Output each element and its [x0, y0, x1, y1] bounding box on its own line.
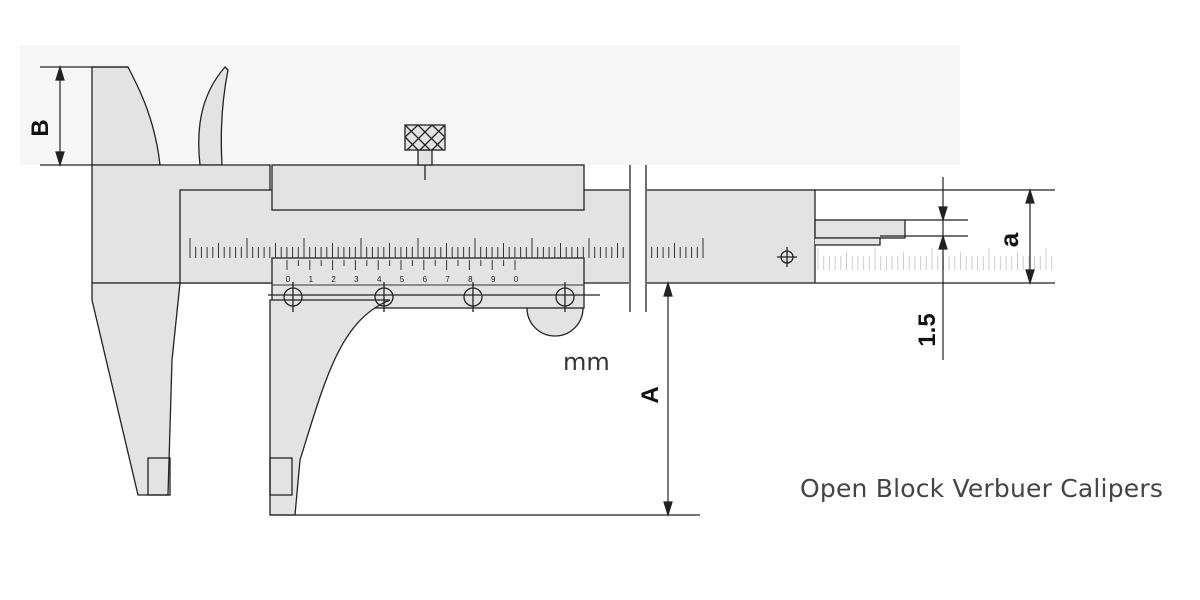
fixed-jaw-tip	[147, 457, 171, 496]
unit-label: mm	[563, 348, 610, 376]
background-shade	[20, 45, 960, 165]
vernier-label: 2	[331, 275, 336, 284]
depth-rod	[814, 219, 906, 239]
dimension-label-a-upper: A	[637, 386, 664, 403]
vernier-label: 1	[309, 275, 314, 284]
dimension-label-b: B	[27, 119, 54, 136]
dimension-lines	[40, 64, 1035, 518]
vernier-scale	[272, 260, 584, 286]
vernier-label: 0	[286, 275, 291, 284]
slider-top	[271, 164, 585, 211]
sliding-jaw-tip	[269, 457, 293, 496]
vernier-label: 6	[423, 275, 428, 284]
sliding-upper-jaw	[198, 66, 229, 166]
dimension-label-offset: 1.5	[914, 313, 941, 346]
vernier-label: 5	[400, 275, 405, 284]
vernier-labels: 0 1 2 3 4 5 6 7 8 9 0	[286, 275, 519, 284]
vernier-label: 9	[491, 275, 496, 284]
vernier-label: 7	[445, 275, 450, 284]
sliding-lower-jaw	[269, 299, 391, 516]
vernier-label: 0	[514, 275, 519, 284]
vernier-label: 3	[354, 275, 359, 284]
diagram-title: Open Block Verbuer Calipers	[800, 474, 1164, 503]
fixed-lower-jaw	[91, 282, 181, 496]
vernier-label: 4	[377, 275, 382, 284]
main-scale	[189, 238, 704, 258]
dimension-label-a-lower: a	[994, 232, 1024, 247]
vernier-label: 8	[468, 275, 473, 284]
faint-scale	[817, 248, 1053, 270]
